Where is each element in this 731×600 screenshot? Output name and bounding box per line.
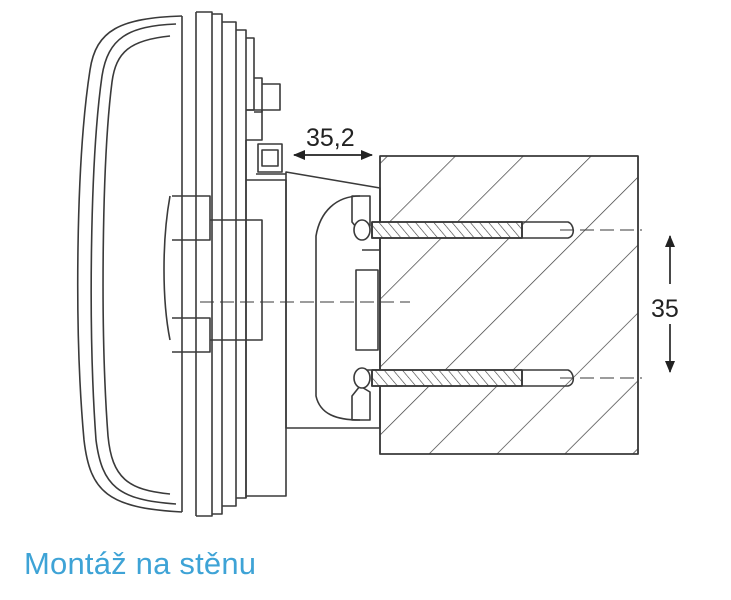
lamp-housing: [172, 11, 287, 517]
center-lines: [200, 229, 642, 379]
wall-section: [379, 155, 639, 455]
screw-bottom: [353, 367, 575, 389]
caption: Montáž na stěnu: [24, 546, 257, 581]
screw-top: [353, 219, 575, 241]
connector-clip: [256, 143, 286, 175]
mounting-bracket: [285, 171, 381, 429]
screw-spacing-dimension-label: 35: [651, 295, 679, 323]
standoff-dimension-label: 35,2: [306, 124, 355, 152]
dimension-screw-spacing: 35: [648, 235, 692, 373]
dimension-standoff: 35,2: [293, 124, 373, 160]
lamp-dome: [76, 12, 197, 516]
